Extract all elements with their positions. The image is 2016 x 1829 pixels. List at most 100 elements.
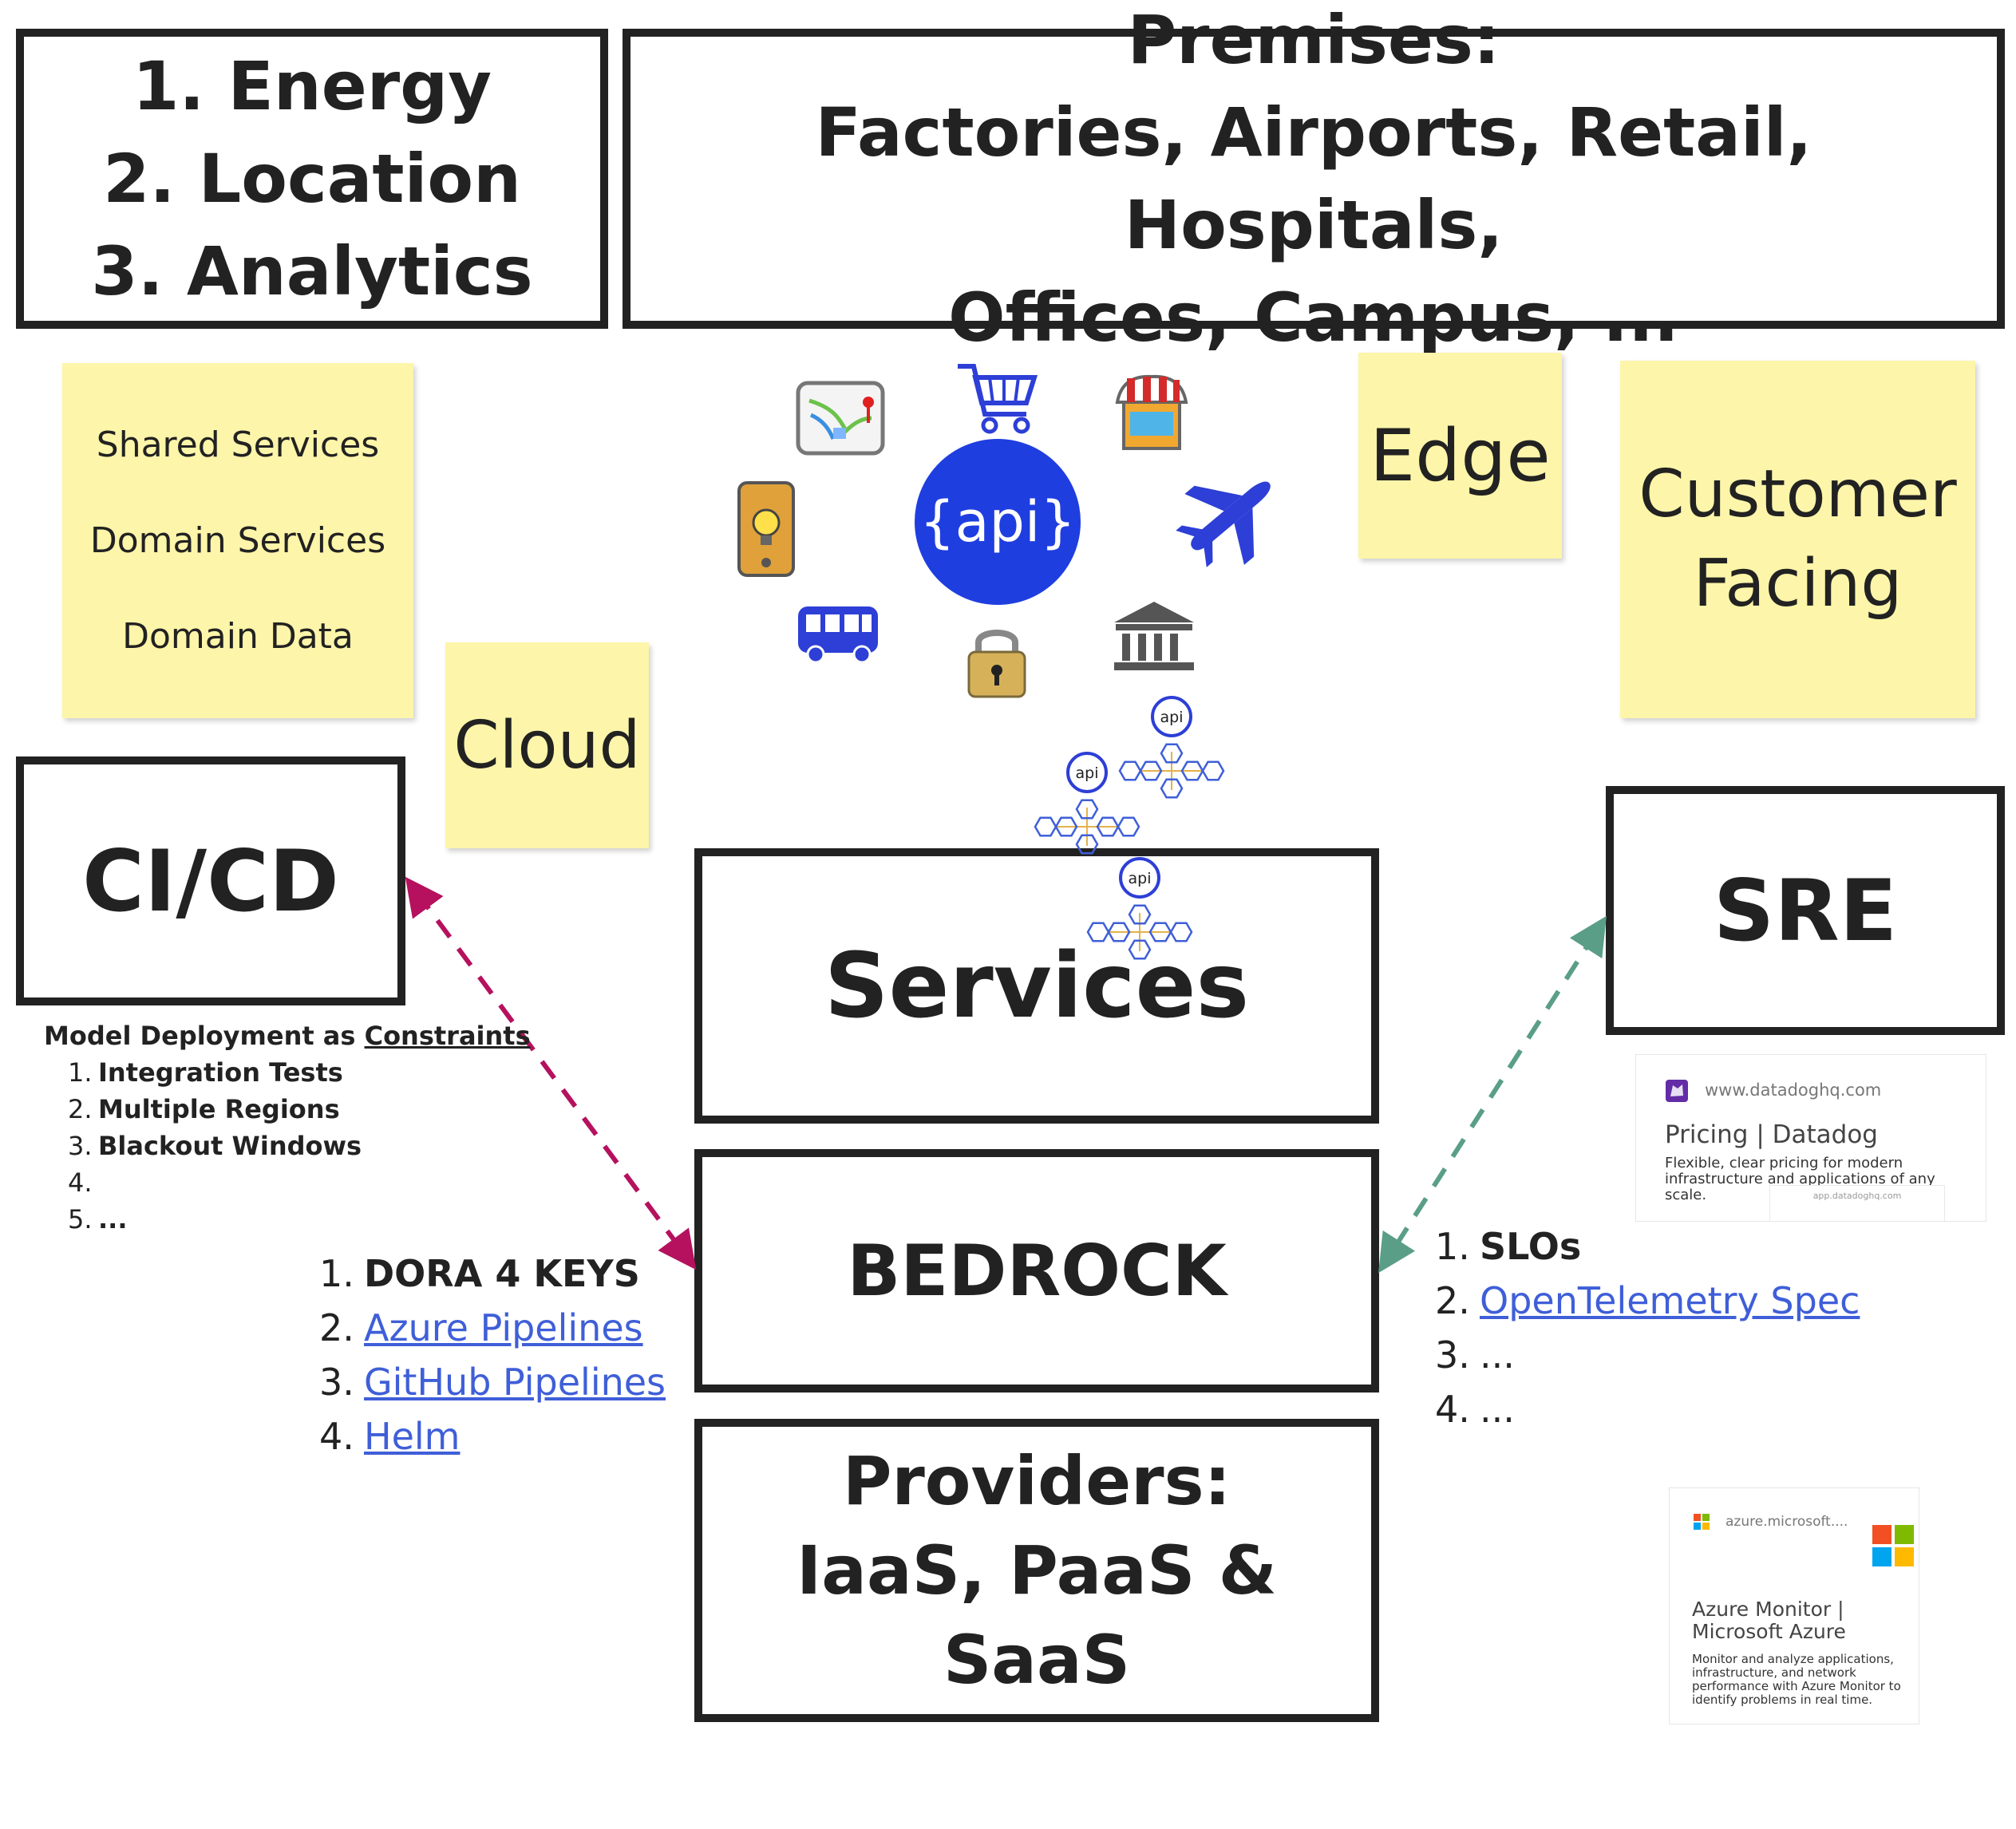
- sticky-note-customer-facing: Customer Facing: [1620, 361, 1975, 718]
- providers-subtitle: IaaS, PaaS & SaaS: [797, 1531, 1277, 1699]
- datadog-preview-strip: app.datadoghq.com: [1770, 1186, 1944, 1221]
- top-left-box: 1. Energy 2. Location 3. Analytics: [16, 29, 608, 329]
- datadog-title: Pricing | Datadog: [1665, 1120, 1878, 1149]
- providers-box: Providers: IaaS, PaaS & SaaS: [694, 1419, 1379, 1722]
- datadog-link-card[interactable]: www.datadoghq.com Pricing | Datadog Flex…: [1636, 1055, 1986, 1221]
- sre-list: 1.SLOs 2.OpenTelemetry Spec 3.... 4....: [1435, 1219, 1860, 1436]
- premises-line-3: Offices, Campus, ...: [948, 278, 1679, 357]
- premises-title: Premises:: [1127, 1, 1500, 79]
- api-icon-cluster: {api}: [737, 364, 1271, 698]
- sticky-note-cloud: Cloud: [445, 642, 649, 848]
- list-item: 3....: [1435, 1333, 1515, 1377]
- api-node-cluster: api: [1118, 696, 1225, 799]
- api-node-cluster: api: [1086, 857, 1193, 960]
- dora-4-keys: DORA 4 KEYS: [364, 1252, 640, 1295]
- api-hex-clusters-overlay: api api api: [1034, 696, 1225, 960]
- bedrock-label: BEDROCK: [847, 1230, 1227, 1312]
- sticky-note-edge: Edge: [1358, 353, 1562, 559]
- list-item: 5....: [68, 1204, 128, 1234]
- hexagon-node-icon: [1169, 922, 1193, 942]
- datadog-logo-icon: [1666, 1080, 1688, 1102]
- api-hub-label: {api}: [919, 489, 1076, 555]
- shopping-cart-icon: [958, 364, 1038, 434]
- list-item: 1.Integration Tests: [68, 1057, 343, 1088]
- helm-link[interactable]: Helm: [364, 1415, 461, 1458]
- customer-line-1: Customer: [1638, 456, 1957, 532]
- hexagon-node-icon: [1086, 922, 1110, 942]
- azure-title: Azure Monitor | Microsoft Azure: [1692, 1598, 1846, 1643]
- azure-link-card[interactable]: azure.microsoft.... Azure Monitor | Micr…: [1670, 1488, 1919, 1724]
- constraints-link[interactable]: Constraints: [364, 1021, 531, 1051]
- api-hub-icon: {api}: [915, 439, 1081, 605]
- hexagon-node-icon: [1117, 816, 1140, 837]
- map-icon: [796, 381, 885, 456]
- api-node-label: api: [1129, 870, 1152, 887]
- azure-pipelines-link[interactable]: Azure Pipelines: [364, 1306, 643, 1349]
- hexagon-node-icon: [1160, 743, 1184, 764]
- list-item: 1.DORA 4 KEYS: [319, 1252, 640, 1295]
- hexagon-node-icon: [1075, 834, 1099, 855]
- list-item: 2.Multiple Regions: [68, 1094, 340, 1124]
- azure-desc: Monitor and analyze applications, infras…: [1692, 1652, 1901, 1707]
- sre-label: SRE: [1713, 861, 1898, 960]
- cicd-box: CI/CD: [16, 756, 405, 1005]
- list-item: 4.: [68, 1167, 93, 1198]
- opentelemetry-spec-link[interactable]: OpenTelemetry Spec: [1480, 1279, 1860, 1322]
- hexagon-node-icon: [1118, 760, 1142, 781]
- smart-bulb-phone-icon: [737, 481, 795, 577]
- hexagon-node-icon: [1096, 816, 1120, 837]
- cloud-label: Cloud: [453, 707, 641, 784]
- premises-box: Premises: Factories, Airports, Retail, H…: [623, 1, 2005, 357]
- hexagon-node-icon: [1128, 939, 1152, 960]
- microsoft-logo-icon: [1872, 1525, 1914, 1566]
- hexagon-node-icon: [1180, 760, 1204, 781]
- top-left-line-2: 2. Location: [103, 140, 521, 218]
- model-deployment-section: Model Deployment as Constraints 1.Integr…: [44, 1017, 531, 1238]
- top-left-line-3: 3. Analytics: [91, 232, 533, 310]
- airplane-icon: [1176, 481, 1271, 567]
- bus-icon: [798, 606, 878, 664]
- hexagon-node-icon: [1128, 904, 1152, 925]
- edge-label: Edge: [1370, 413, 1551, 498]
- sre-box: SRE: [1606, 786, 2005, 1035]
- hexagon-node-icon: [1075, 799, 1099, 820]
- cicd-list: 1.DORA 4 KEYS 2.Azure Pipelines 3.GitHub…: [319, 1246, 666, 1464]
- cicd-label: CI/CD: [82, 832, 339, 930]
- sticky-note-services: Shared Services Domain Services Domain D…: [62, 363, 413, 718]
- top-left-line-1: 1. Energy: [132, 47, 492, 125]
- bank-icon: [1114, 602, 1194, 670]
- list-item: 2.Azure Pipelines: [319, 1306, 643, 1349]
- azure-domain: azure.microsoft....: [1725, 1514, 1848, 1530]
- sticky-item-domain-services: Domain Services: [89, 519, 386, 561]
- services-label: Services: [824, 934, 1250, 1038]
- api-node-icon: [1066, 752, 1108, 793]
- providers-title: Providers:: [842, 1442, 1231, 1520]
- model-deployment-list: 1.Integration Tests 2.Multiple Regions 3…: [44, 1054, 531, 1238]
- sre-bedrock-arrow: [1378, 915, 1607, 1274]
- premises-line-2: Factories, Airports, Retail, Hospitals,: [815, 93, 1812, 264]
- api-node-icon: [1151, 696, 1192, 737]
- services-box: Services: [694, 848, 1379, 1124]
- hexagon-node-icon: [1201, 760, 1225, 781]
- model-deployment-title: Model Deployment as Constraints: [44, 1017, 531, 1054]
- hexagon-node-icon: [1148, 922, 1172, 942]
- storefront-icon: [1115, 374, 1188, 450]
- list-item: 3.GitHub Pipelines: [319, 1361, 666, 1404]
- datadog-desc: Flexible, clear pricing for modern infra…: [1665, 1155, 1935, 1203]
- list-item: 4.Helm: [319, 1415, 461, 1458]
- slos: SLOs: [1480, 1225, 1582, 1268]
- datadog-domain: www.datadoghq.com: [1705, 1080, 1882, 1100]
- list-item: 1.SLOs: [1435, 1225, 1582, 1268]
- sticky-item-domain-data: Domain Data: [122, 615, 354, 657]
- padlock-icon: [967, 630, 1026, 698]
- api-node-label: api: [1160, 709, 1184, 726]
- model-deployment-title-prefix: Model Deployment as: [44, 1021, 365, 1051]
- sticky-item-shared-services: Shared Services: [96, 424, 380, 465]
- bedrock-box: BEDROCK: [694, 1149, 1379, 1392]
- github-pipelines-link[interactable]: GitHub Pipelines: [364, 1361, 666, 1404]
- microsoft-logo-small-icon: [1694, 1514, 1710, 1530]
- list-item: 2.OpenTelemetry Spec: [1435, 1279, 1860, 1322]
- hexagon-node-icon: [1160, 778, 1184, 799]
- api-node-cluster: api: [1034, 752, 1140, 855]
- datadog-footer: app.datadoghq.com: [1812, 1191, 1902, 1201]
